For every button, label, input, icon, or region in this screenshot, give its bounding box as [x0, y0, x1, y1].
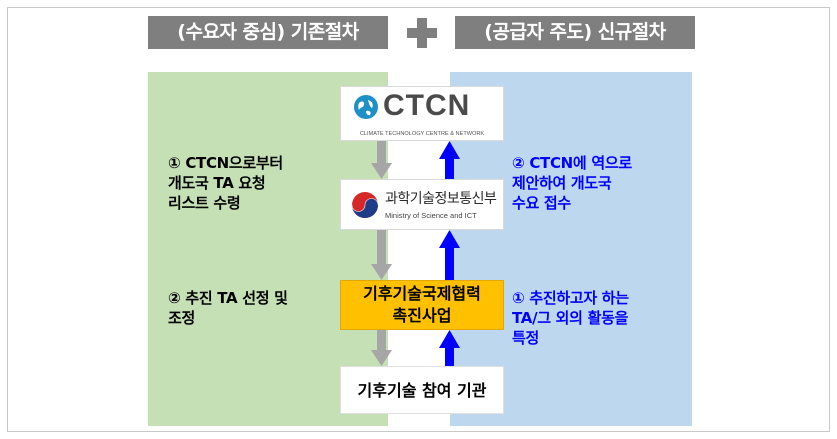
existing-step-1-text: ① CTCN으로부터 개도국 TA 요청 리스트 수령	[168, 153, 283, 213]
plus-icon	[407, 18, 437, 48]
msit-name-korean: 과학기술정보통신부	[385, 191, 497, 207]
existing-step-1-line: 리스트 수령	[168, 194, 241, 212]
taegeuk-emblem-icon	[351, 192, 379, 218]
existing-step-2-line: 조정	[168, 309, 196, 327]
promotion-program-box: 기후기술국제협력 촉진사업	[340, 280, 504, 330]
existing-step-1-line: ① CTCN으로부터	[168, 154, 283, 172]
new-step-1-line: ① 추진하고자 하는	[512, 289, 629, 307]
existing-step-2-line: ② 추진 TA 선정 및	[168, 289, 288, 307]
new-step-2-line: 수요 접수	[512, 194, 571, 212]
header-new-process: (공급자 주도) 신규절차	[455, 16, 695, 49]
promotion-program-line2: 촉진사업	[392, 306, 452, 325]
globe-icon	[354, 95, 378, 119]
existing-step-1-line: 개도국 TA 요청	[168, 174, 266, 192]
promotion-program-line1: 기후기술국제협력	[363, 284, 481, 303]
new-step-2-text: ② CTCN에 역으로 제안하여 개도국 수요 접수	[512, 153, 632, 213]
header-existing-process: (수요자 중심) 기존절차	[148, 16, 388, 49]
msit-name-english: Ministry of Science and ICT	[385, 211, 477, 220]
new-step-1-line: 특정	[512, 329, 540, 347]
existing-step-2-text: ② 추진 TA 선정 및 조정	[168, 288, 288, 328]
ctcn-logo-subtitle: CLIMATE TECHNOLOGY CENTRE & NETWORK	[359, 131, 485, 137]
new-step-2-line: 제안하여 개도국	[512, 174, 612, 192]
new-step-1-line: TA/그 외의 활동을	[512, 309, 629, 327]
new-step-1-text: ① 추진하고자 하는 TA/그 외의 활동을 특정	[512, 288, 629, 348]
ctcn-logo-box: CTCN CLIMATE TECHNOLOGY CENTRE & NETWORK	[340, 86, 504, 141]
ctcn-logo-text: CTCN	[383, 89, 471, 122]
msit-logo-box: 과학기술정보통신부 Ministry of Science and ICT	[340, 179, 504, 230]
new-step-2-line: ② CTCN에 역으로	[512, 154, 632, 172]
participant-institution-box: 기후기술 참여 기관	[340, 366, 504, 414]
